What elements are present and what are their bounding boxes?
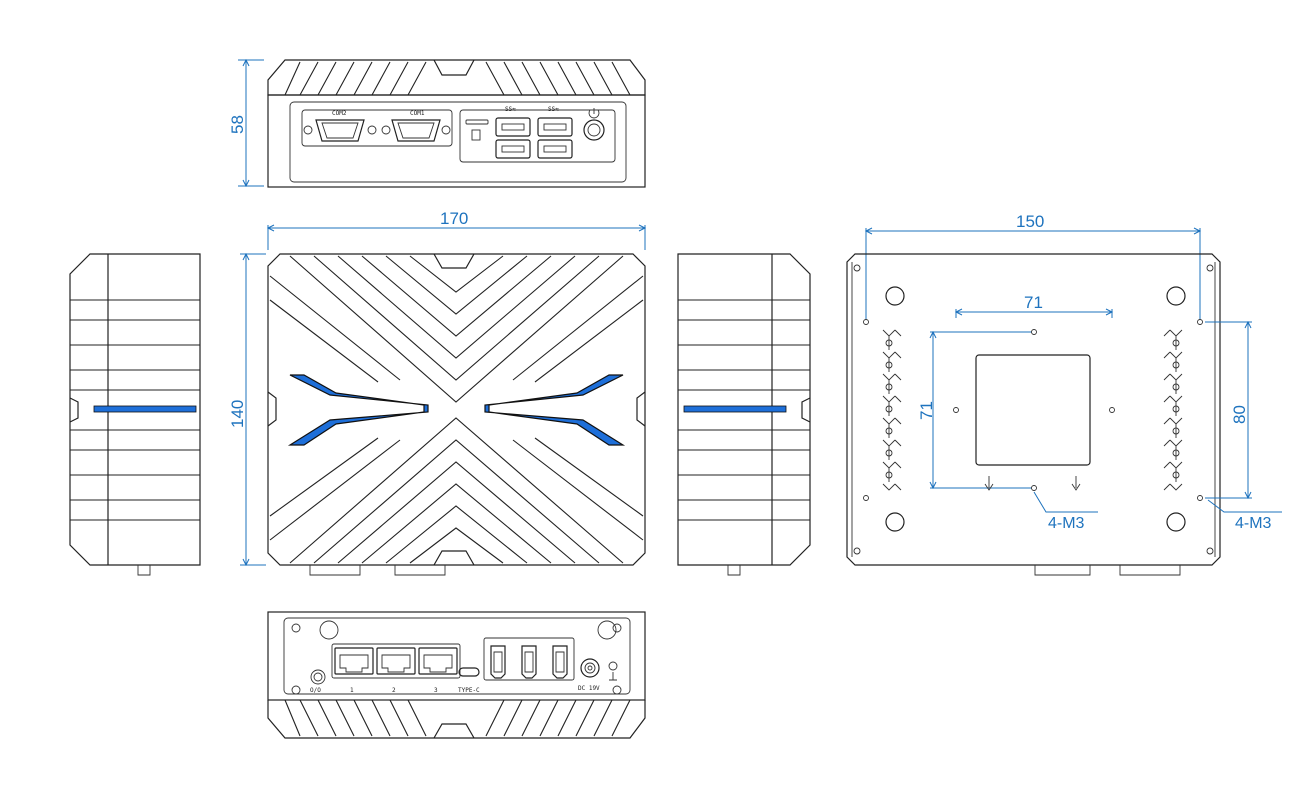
wall-mount-slots-right — [1163, 329, 1183, 491]
lan-port-2[interactable] — [376, 647, 416, 675]
typec-label: TYPE-C — [458, 687, 480, 694]
sd-slot[interactable] — [465, 119, 489, 125]
screw-callout-right: 4-M3 — [1235, 515, 1272, 532]
heatsink-pad — [975, 354, 1091, 466]
usb3-icon: SS⇆ — [505, 106, 516, 113]
width-label: 170 — [440, 209, 468, 228]
com1-label: COM1 — [410, 110, 425, 117]
front-height-label: 58 — [228, 115, 247, 134]
usb-c-port[interactable] — [458, 667, 480, 677]
power-label: O/O — [310, 687, 321, 694]
left-side-view — [69, 253, 201, 576]
hdmi-port-2[interactable] — [521, 645, 537, 679]
dc-label: DC 19V — [578, 685, 600, 692]
power-jack-left[interactable] — [310, 669, 326, 685]
mount-holes — [863, 286, 1203, 532]
usb3-icon: SS⇆ — [548, 106, 559, 113]
rear-view: O/O 1 2 3 TYPE-C — [267, 611, 646, 739]
sim-icon — [471, 129, 481, 141]
lan1-label: 1 — [350, 687, 354, 694]
bottom-view: 150 71 71 — [846, 212, 1282, 576]
com2-label: COM2 — [332, 110, 347, 117]
lan-port-3[interactable] — [418, 647, 458, 675]
vesa-h-label: 71 — [1024, 293, 1043, 312]
mount-width-label: 150 — [1016, 212, 1044, 231]
wall-mount-slots-left — [882, 329, 902, 491]
dc-power-jack[interactable] — [580, 658, 600, 678]
com1-port[interactable] — [381, 119, 451, 142]
com2-port[interactable] — [303, 119, 377, 142]
height-label: 140 — [228, 400, 247, 428]
lan-port-1[interactable] — [334, 647, 374, 675]
lan3-label: 3 — [434, 687, 438, 694]
hole-spacing-label: 80 — [1230, 405, 1249, 424]
right-side-view — [677, 253, 811, 576]
usb-stack-1[interactable] — [495, 117, 531, 159]
screw-callout-left: 4-M3 — [1048, 515, 1085, 532]
side-accent-right — [683, 405, 787, 413]
usb-stack-2[interactable] — [537, 117, 573, 159]
side-accent-left — [93, 405, 197, 413]
top-view: 170 140 — [228, 209, 647, 576]
accent-light-left — [287, 374, 429, 446]
ground-icon — [608, 661, 618, 681]
power-button[interactable] — [583, 108, 605, 141]
accent-light-right — [484, 374, 626, 446]
hdmi-port-3[interactable] — [552, 645, 568, 679]
vesa-v-label: 71 — [917, 401, 936, 420]
lan2-label: 2 — [392, 687, 396, 694]
hdmi-port-1[interactable] — [490, 645, 506, 679]
front-view: COM2 COM1 SS⇆ SS⇆ — [228, 58, 646, 188]
vesa-holes — [953, 329, 1115, 491]
